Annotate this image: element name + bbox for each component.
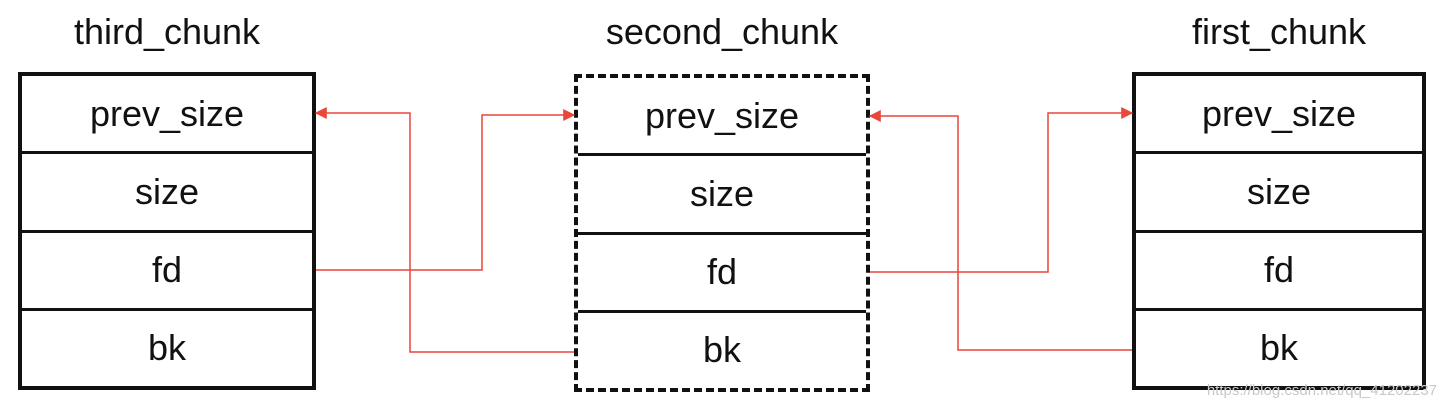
third-chunk-prev-size-field: prev_size (22, 76, 312, 155)
third-chunk-bk-field: bk (147, 327, 187, 369)
third-chunk-title: third_chunk (73, 11, 261, 52)
first-chunk-fd-field: fd (1136, 233, 1422, 311)
third-fd-to-second-prev-size-link (316, 109, 576, 271)
second-chunk-fd-field: fd (578, 235, 866, 313)
second-chunk-title: second_chunk (605, 11, 839, 52)
second-chunk-box: prev_size size fd bk (574, 74, 870, 392)
first-chunk-title: first_chunk (1191, 11, 1367, 52)
second-bk-to-third-prev-size-link (314, 107, 574, 353)
first-bk-to-second-prev-size-link (868, 110, 1132, 351)
second-chunk-prev-size-field: prev_size (578, 78, 866, 157)
third-chunk-fd-field: fd (22, 233, 312, 311)
third-chunk-box: prev_size size fd bk (18, 72, 316, 390)
watermark-text: https://blog.csdn.net/qq_41202237 (1206, 382, 1437, 399)
second-chunk-bk-field: bk (702, 329, 742, 371)
first-chunk-size-field: size (1136, 154, 1422, 233)
first-chunk-box: prev_size size fd bk (1132, 72, 1426, 390)
first-chunk-bk-field: bk (1259, 327, 1299, 369)
second-chunk-size-field: size (578, 156, 866, 235)
second-fd-to-first-prev-size-link (870, 107, 1134, 273)
third-chunk-size-field: size (22, 154, 312, 233)
first-chunk-prev-size-field: prev_size (1136, 76, 1422, 155)
